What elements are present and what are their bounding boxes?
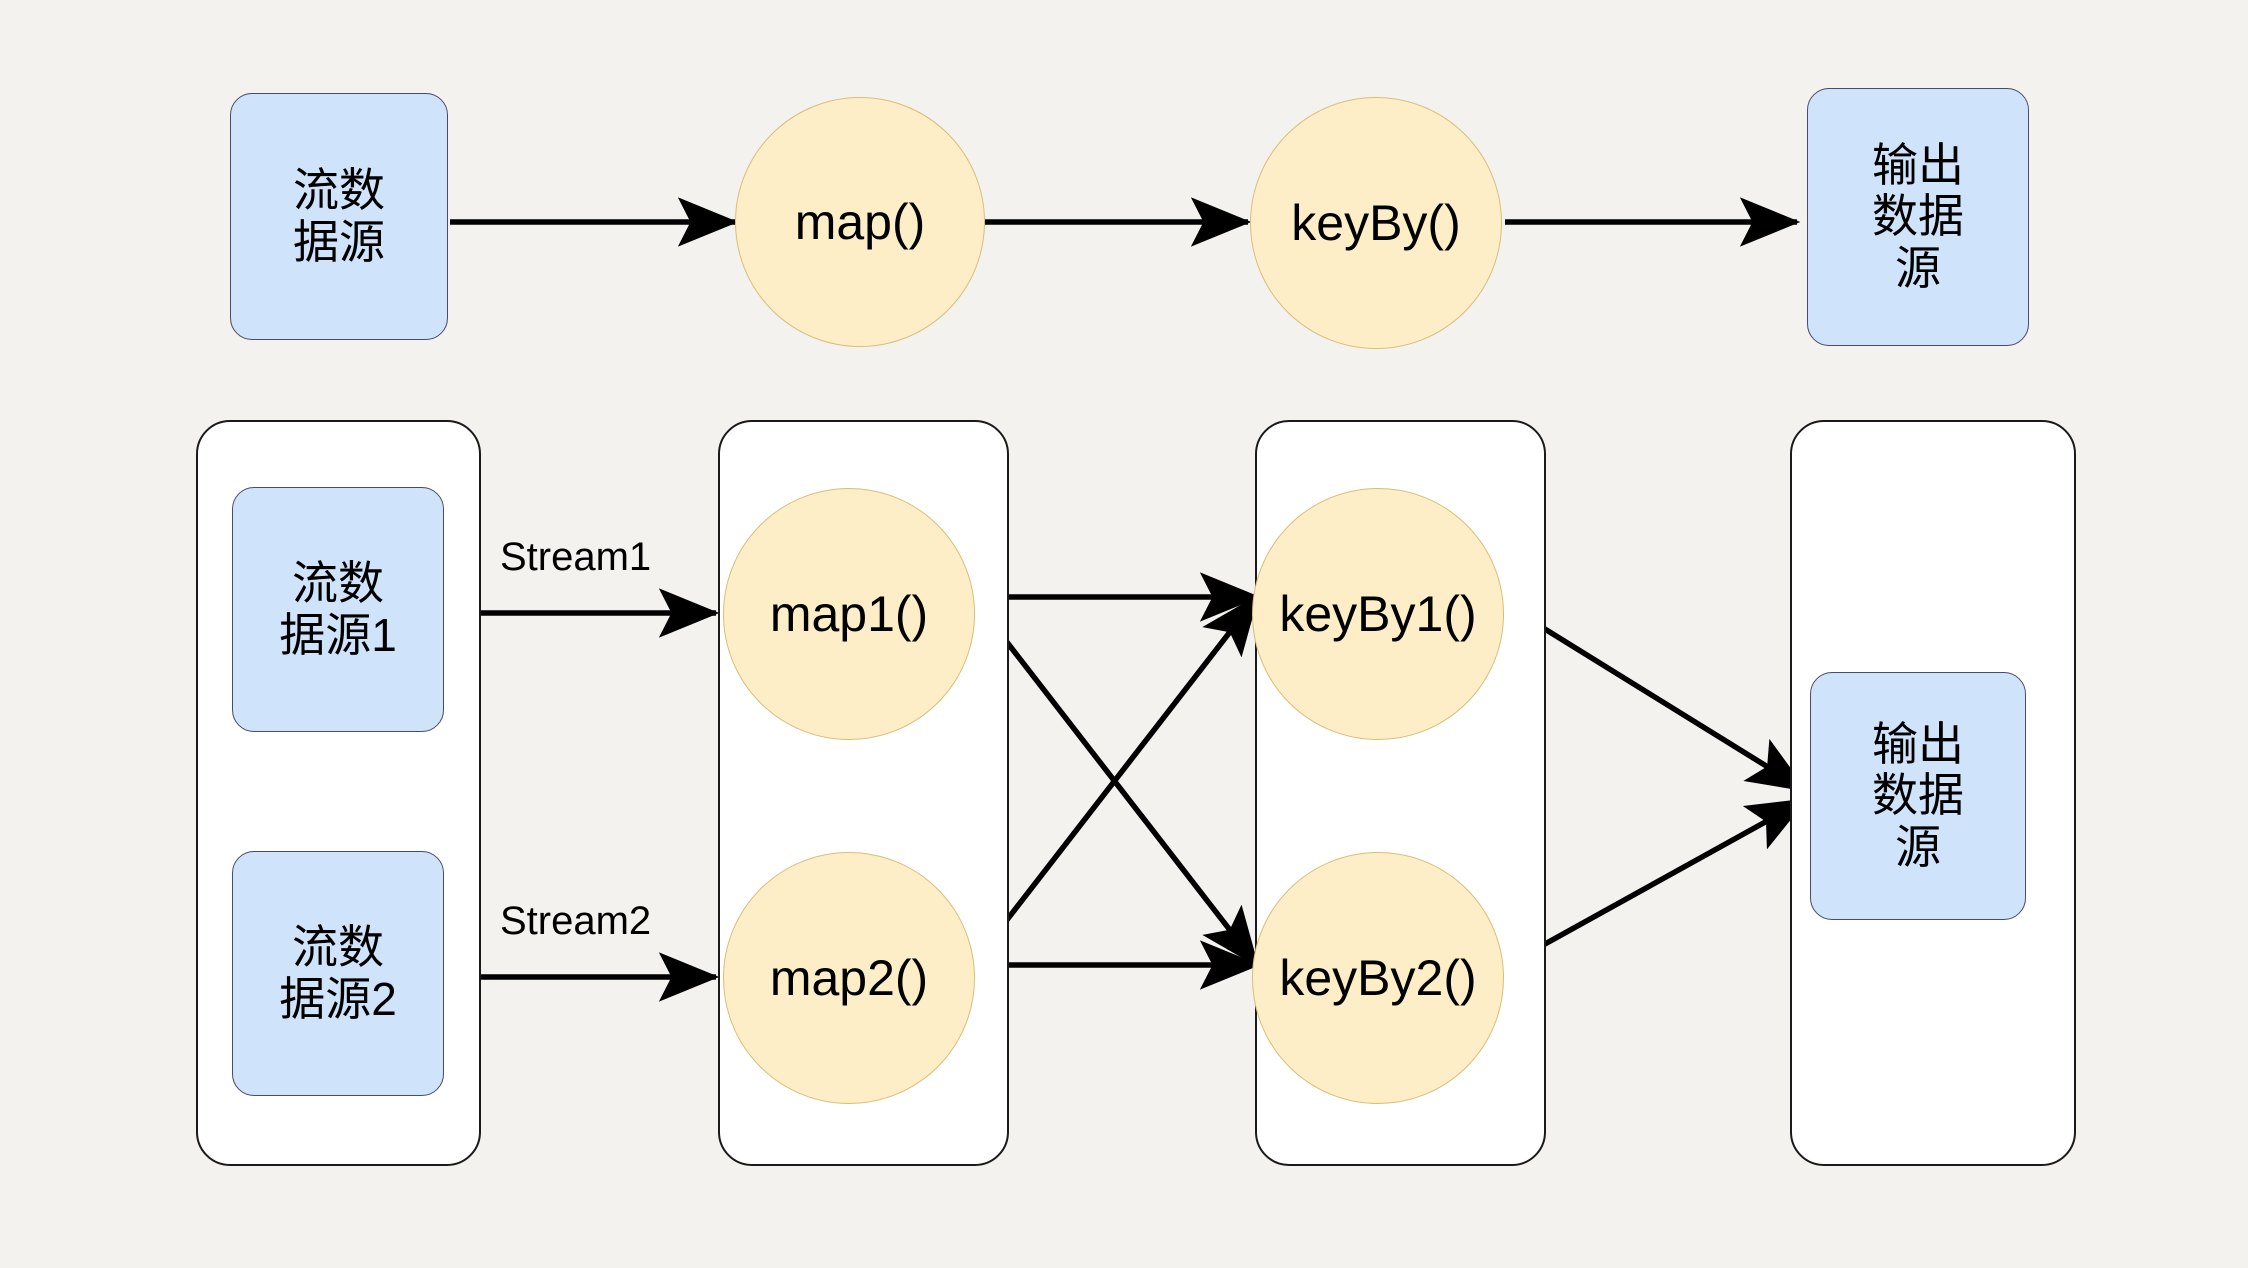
map1-node[interactable]: map1() (723, 488, 975, 740)
edge-map2-to-keyby1 (969, 594, 1260, 967)
edge-label-stream2: Stream2 (500, 899, 652, 943)
source1-node[interactable]: 流数 据源1 (232, 487, 444, 732)
sink-node[interactable]: 输出 数据 源 (1810, 672, 2026, 920)
top-keyby-node[interactable]: keyBy() (1250, 97, 1502, 349)
top-source-node[interactable]: 流数 据源 (230, 93, 448, 340)
top-sink-node[interactable]: 输出 数据 源 (1807, 88, 2029, 346)
keyby1-node[interactable]: keyBy1() (1252, 488, 1504, 740)
top-map-node[interactable]: map() (735, 97, 985, 347)
edge-map1-to-keyby2 (969, 595, 1260, 968)
edge-label-stream1: Stream1 (500, 535, 652, 579)
keyby2-node[interactable]: keyBy2() (1252, 852, 1504, 1104)
source2-node[interactable]: 流数 据源2 (232, 851, 444, 1096)
map2-node[interactable]: map2() (723, 852, 975, 1104)
